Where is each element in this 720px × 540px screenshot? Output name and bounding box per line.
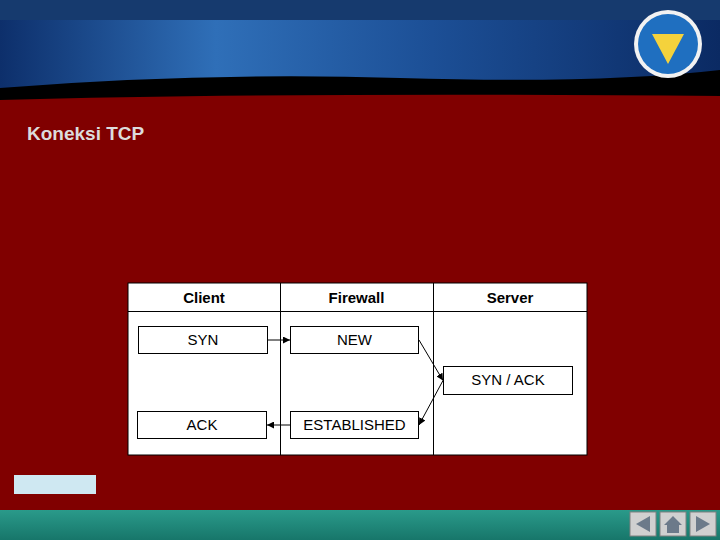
column-header: Server (433, 283, 587, 311)
box-label: ESTABLISHED (303, 417, 405, 434)
process-box: SYN / ACK (443, 366, 573, 395)
banner-edge (0, 95, 720, 112)
flow-arrow (419, 340, 443, 381)
box-label: SYN / ACK (471, 372, 544, 389)
logo-emblem (652, 34, 684, 64)
process-box: ESTABLISHED (290, 411, 419, 439)
flow-arrow (268, 340, 290, 341)
back-arrow (636, 516, 650, 532)
process-box: NEW (290, 326, 419, 354)
banner-curve (0, 70, 720, 112)
column-divider (433, 283, 434, 455)
nav-button (630, 512, 656, 536)
logo-ring (634, 10, 702, 78)
process-box: ACK (137, 411, 267, 439)
process-box: SYN (138, 326, 268, 354)
banner (0, 0, 720, 112)
box-label: SYN (188, 332, 219, 349)
footer-band (0, 510, 720, 540)
column-divider (280, 283, 281, 455)
nav-button (690, 512, 716, 536)
logo (638, 14, 698, 74)
box-label: NEW (337, 332, 372, 349)
forward-arrow (696, 516, 710, 532)
table (128, 283, 587, 455)
flow-arrow (419, 381, 443, 426)
flow-arrow (267, 425, 290, 426)
column-header: Client (128, 283, 280, 311)
banner-top-strip (0, 0, 720, 20)
box-label: ACK (187, 417, 218, 434)
home-icon (664, 516, 682, 533)
nav-button (660, 512, 686, 536)
column-header: Firewall (280, 283, 433, 311)
slide-title: Koneksi TCP (27, 123, 144, 145)
header-divider (128, 311, 587, 312)
blank-button (14, 475, 96, 494)
